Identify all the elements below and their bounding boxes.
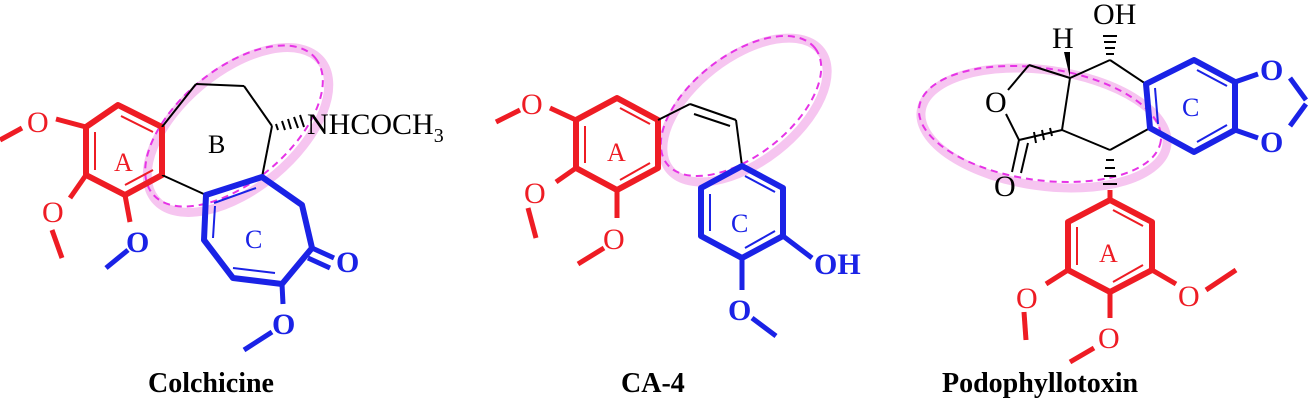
ca4-atom-oh: OH [814,248,861,281]
ca4-pharmacophore-ellipse [658,33,832,187]
podophyllotoxin-atom-o-left: O [1016,282,1038,315]
colchicine-atom-o3: O [126,226,149,259]
colchicine-ring-c-label: C [245,225,262,254]
podophyllotoxin-ring-a-label: A [1099,239,1118,268]
colchicine-atom-o1: O [27,106,49,139]
colchicine-atom-o2: O [42,196,64,229]
podophyllotoxin-atom-h: H [1052,22,1074,55]
colchicine-ring-a-o-bond [122,194,133,223]
colchicine-ring-b [161,83,273,196]
ca4-methoxy-bonds [494,105,620,267]
colchicine-hashed-wedge [275,114,305,131]
ca4-ethylene-bridge [657,103,743,167]
colchicine-methoxy-bonds [0,116,89,259]
ca4-ring-a-label: A [607,138,626,167]
podophyllotoxin-atom-carbonyl-o: O [994,170,1016,203]
podophyllotoxin-atom-oh: OH [1093,0,1136,31]
ca4-atom-o2: O [524,177,546,210]
ca4-structure: A O O O C [494,33,861,399]
podophyllotoxin-lactone-ring [1005,64,1071,174]
podophyllotoxin-methoxy-bonds [1021,267,1238,365]
ca4-atom-o1: O [521,88,543,121]
podophyllotoxin-hashed-oh [1103,35,1117,55]
podophyllotoxin-wedge-h [1064,52,1070,78]
podophyllotoxin-dioxole-bonds [1234,71,1309,141]
ca4-ring-c-substituent-bonds [739,234,814,338]
podophyllotoxin-pharmacophore-ellipse [916,63,1172,193]
podophyllotoxin-caption: Podophyllotoxin [942,368,1138,399]
podophyllotoxin-atom-o-bottom: O [1098,322,1120,355]
colchicine-ring-a-label: A [114,148,133,177]
ca4-caption: CA-4 [621,368,685,399]
podophyllotoxin-atom-ring-o: O [985,86,1007,119]
colchicine-structure: O O O A B NHCOCH3 [0,43,444,399]
ca4-atom-o4: O [728,294,751,327]
podophyllotoxin-ring-b [1061,59,1151,151]
colchicine-nhcoch3-label: NHCOCH3 [307,108,444,147]
podophyllotoxin-structure: O O H OH [916,0,1309,399]
colchicine-caption: Colchicine [148,368,274,399]
colchicine-lower-methoxy-bond [104,248,130,270]
colchicine-atom-carbonyl-o: O [336,246,359,279]
podophyllotoxin-atom-o-right: O [1178,280,1200,313]
ca4-ring-c-label: C [731,209,748,238]
colchicine-atom-methoxy-o: O [272,308,295,341]
podophyllotoxin-hashed-lactone [1033,127,1053,144]
podophyllotoxin-hashed-aryl [1103,159,1117,185]
colchicine-ring-c-methoxy [242,283,286,353]
colchicine-ring-c [201,174,315,287]
colchicine-ring-b-label: B [208,130,225,159]
colchicine-carbonyl-bond [306,245,336,271]
podophyllotoxin-ring-c-label: C [1182,93,1199,122]
podophyllotoxin-atom-dioxole-o2: O [1260,126,1283,159]
ca4-atom-o3: O [603,223,625,256]
podophyllotoxin-atom-dioxole-o1: O [1260,54,1283,87]
